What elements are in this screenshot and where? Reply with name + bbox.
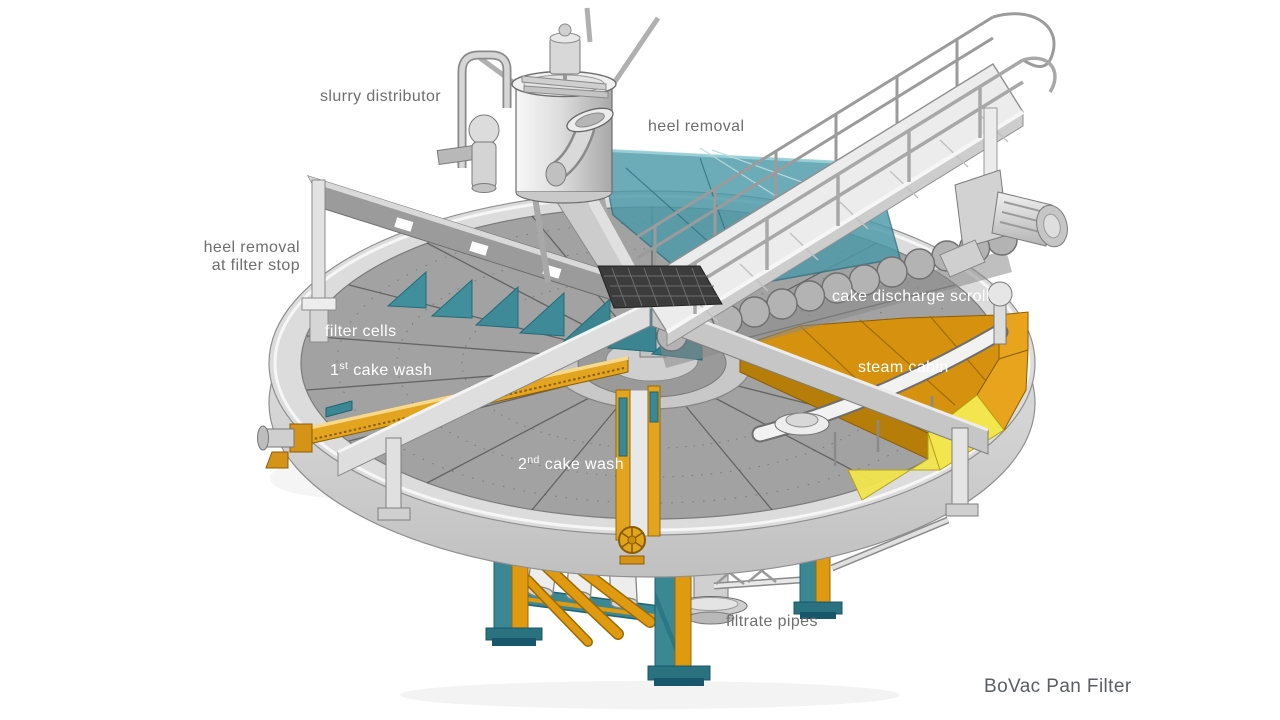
bridge-beam-right	[651, 300, 989, 517]
drive-motor	[939, 107, 1068, 278]
label-heel-removal: heel removal	[648, 118, 744, 135]
damper-sphere	[468, 114, 500, 146]
heel-removal-beam	[301, 175, 651, 343]
second-cake-wash-assembly	[615, 385, 661, 565]
label-heel-removal-at-filter-stop-line2: at filter stop	[212, 257, 300, 274]
center-platform-grating	[597, 265, 723, 309]
label-heel-removal-at-filter-stop-line1: heel removal	[204, 239, 300, 256]
label-slurry-distributor: slurry distributor	[320, 88, 441, 105]
label-filter-cells: filter cells	[325, 323, 396, 340]
steam-cabin-structure	[738, 281, 1029, 501]
walkway-far-railing	[636, 12, 1056, 273]
walkway	[597, 12, 1057, 347]
labels: slurry distributor heel removal heel rem…	[204, 88, 1132, 697]
label-steam-cabin: steam cabin	[858, 359, 949, 376]
walkway-near-railing	[666, 56, 1057, 314]
support-leg-center	[647, 551, 711, 686]
under-pan-supports	[485, 516, 950, 686]
diagram-title: BoVac Pan Filter	[984, 676, 1132, 697]
support-leg-right	[793, 549, 843, 619]
steam-inlet-ball	[987, 281, 1013, 307]
bridge-beam-left	[337, 300, 651, 521]
label-cake-discharge-scroll: cake discharge scroll	[832, 288, 990, 305]
slurry-tank-body	[515, 83, 613, 193]
label-filtrate-pipes: filtrate pipes	[726, 613, 818, 630]
